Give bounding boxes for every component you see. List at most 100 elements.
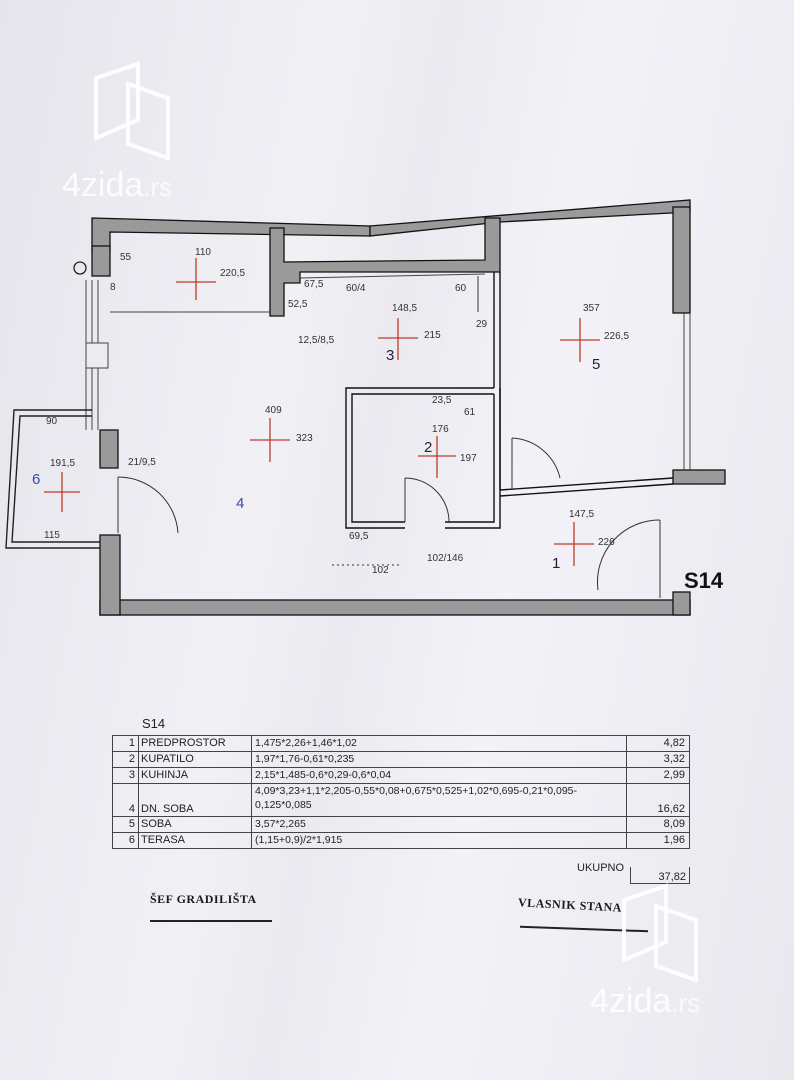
dim-label: 215	[424, 330, 441, 341]
floor-plan: 55 110 220,5 8 67,5 52,5 60/4 60 148,5 2…	[5, 199, 726, 616]
area-table: S14 1 PREDPROSTOR 1,475*2,26+1,46*1,02 4…	[112, 713, 690, 849]
room-name: KUHINJA	[139, 768, 252, 783]
room-number-1: 1	[552, 555, 560, 572]
arrow-living	[250, 418, 290, 462]
dim-label: 21/9,5	[128, 457, 156, 468]
outer-walls	[91, 199, 726, 616]
dim-label: 60/4	[346, 283, 366, 294]
room-numbers: 1 2 3 4 5 6	[32, 347, 600, 572]
room-number-4: 4	[236, 495, 244, 512]
dimension-arrows	[44, 258, 600, 566]
arrow-room-hall	[176, 258, 216, 300]
table-row: 6 TERASA (1,15+0,9)/2*1,915 1,96	[113, 832, 689, 848]
arrow-terrace	[44, 472, 80, 512]
room-name: KUPATILO	[139, 752, 252, 767]
dim-label: 55	[120, 252, 132, 263]
total-label: UKUPNO	[577, 862, 625, 874]
dimension-labels: 55 110 220,5 8 67,5 52,5 60/4 60 148,5 2…	[44, 247, 629, 576]
dim-label: 176	[432, 424, 449, 435]
bathroom-walls	[345, 272, 674, 529]
area-value: 8,09	[663, 818, 685, 830]
dim-label: 220,5	[220, 268, 245, 279]
area-formula: (1,15+0,9)/2*1,915	[252, 833, 627, 848]
dim-label: 60	[455, 283, 467, 294]
watermark-logo-icon	[622, 883, 698, 983]
watermark-brand-name: 4zida	[62, 166, 144, 204]
watermark-brand-name: 4zida	[590, 982, 672, 1020]
area-value: 4,82	[663, 737, 685, 749]
dim-label: 226,5	[604, 331, 629, 342]
room-number-5: 5	[592, 356, 600, 373]
table-row: 3 KUHINJA 2,15*1,485-0,6*0,29-0,6*0,04 2…	[113, 767, 689, 783]
room-number-3: 3	[386, 347, 394, 364]
room-name: PREDPROSTOR	[139, 736, 252, 751]
room-number-2: 2	[424, 439, 432, 456]
arrow-kitchen	[378, 318, 418, 360]
dim-label: 52,5	[288, 299, 308, 310]
area-value: 2,99	[663, 769, 685, 781]
column-marker-icon	[73, 261, 87, 275]
area-value: 1,96	[663, 834, 685, 846]
dim-label: 197	[460, 453, 477, 464]
arrow-room5	[560, 318, 600, 362]
room-name: DN. SOBA	[139, 784, 252, 816]
dim-label: 191,5	[50, 458, 75, 469]
dim-label: 102/146	[427, 553, 464, 564]
watermark-brand-bottom: 4zida.rs	[590, 982, 700, 1021]
windows	[85, 273, 691, 470]
dim-label: 8	[110, 282, 116, 293]
dim-label: 67,5	[304, 279, 324, 290]
watermark-brand-tld: .rs	[671, 988, 701, 1018]
area-formula: 2,15*1,485-0,6*0,29-0,6*0,04	[252, 768, 627, 783]
terrace-outline	[5, 409, 100, 549]
dim-label: 147,5	[569, 509, 594, 520]
table-row: 5 SOBA 3,57*2,265 8,09	[113, 816, 689, 832]
row-number: 4	[113, 784, 139, 816]
row-number: 6	[113, 833, 139, 848]
dim-label: 148,5	[392, 303, 417, 314]
watermark-brand-top: 4zida.rs	[62, 166, 172, 205]
total-box	[630, 867, 690, 884]
table-row: 1 PREDPROSTOR 1,475*2,26+1,46*1,02 4,82	[113, 735, 689, 751]
watermark-brand-tld: .rs	[143, 172, 173, 202]
table-row: 2 KUPATILO 1,97*1,76-0,61*0,235 3,32	[113, 751, 689, 767]
area-formula: 4,09*3,23+1,1*2,205-0,55*0,08+0,675*0,52…	[252, 784, 627, 816]
unit-code: S14	[684, 568, 724, 593]
area-value: 3,32	[663, 753, 685, 765]
area-formula: 1,475*2,26+1,46*1,02	[252, 736, 627, 751]
watermark-logo-icon	[94, 61, 170, 161]
table-row: 4 DN. SOBA 4,09*3,23+1,1*2,205-0,55*0,08…	[113, 783, 689, 816]
area-value: 16,62	[657, 803, 685, 815]
site-manager-signature-line	[150, 920, 272, 922]
site-manager-signature-label: ŠEF GRADILIŠTA	[150, 892, 257, 906]
room-number-6: 6	[32, 471, 40, 488]
row-number: 2	[113, 752, 139, 767]
dim-label: 357	[583, 303, 600, 314]
table-body: 1 PREDPROSTOR 1,475*2,26+1,46*1,02 4,82 …	[112, 735, 690, 849]
arrow-bath	[418, 436, 456, 478]
dim-label: 323	[296, 433, 313, 444]
dim-label: 409	[265, 405, 282, 416]
dim-label: 102	[372, 565, 389, 576]
area-formula: 1,97*1,76-0,61*0,235	[252, 752, 627, 767]
total-value: 37,82	[658, 871, 686, 883]
room-name: TERASA	[139, 833, 252, 848]
dim-label: 23,5	[432, 395, 452, 406]
room-name: SOBA	[139, 817, 252, 832]
row-number: 3	[113, 768, 139, 783]
dim-label: 226	[598, 537, 615, 548]
table-title: S14	[142, 716, 166, 731]
row-number: 5	[113, 817, 139, 832]
dim-label: 90	[46, 416, 58, 427]
dim-label: 61	[464, 407, 476, 418]
area-formula: 3,57*2,265	[252, 817, 627, 832]
row-number: 1	[113, 736, 139, 751]
dim-label: 12,5/8,5	[298, 335, 335, 346]
dim-label: 115	[44, 530, 60, 541]
dim-label: 69,5	[349, 531, 369, 542]
doors	[117, 276, 661, 598]
arrow-entry	[554, 522, 594, 566]
dim-label: 110	[195, 247, 211, 258]
dim-label: 29	[476, 319, 488, 330]
